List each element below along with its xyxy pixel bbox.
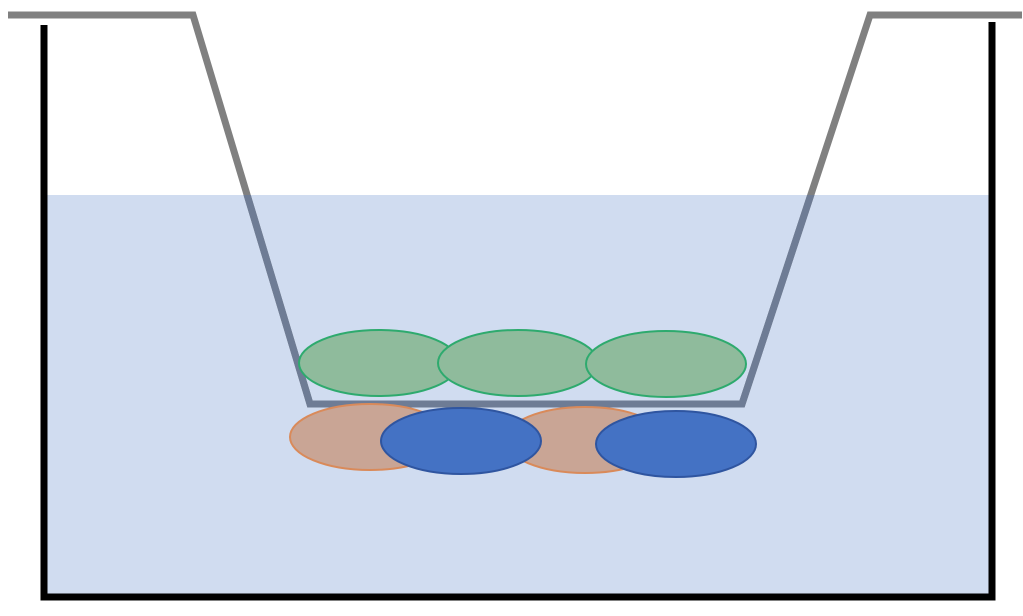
lower-cells <box>289 403 757 478</box>
insert-outline-submerged <box>243 195 815 408</box>
transwell-insert <box>8 11 1022 408</box>
lower-cell-b <box>595 410 757 478</box>
upper-cell <box>437 329 599 397</box>
upper-cell <box>298 329 460 397</box>
upper-cell <box>585 330 747 398</box>
lower-cell-b <box>380 407 542 475</box>
upper-cells <box>298 329 747 398</box>
well-wall <box>40 22 996 601</box>
